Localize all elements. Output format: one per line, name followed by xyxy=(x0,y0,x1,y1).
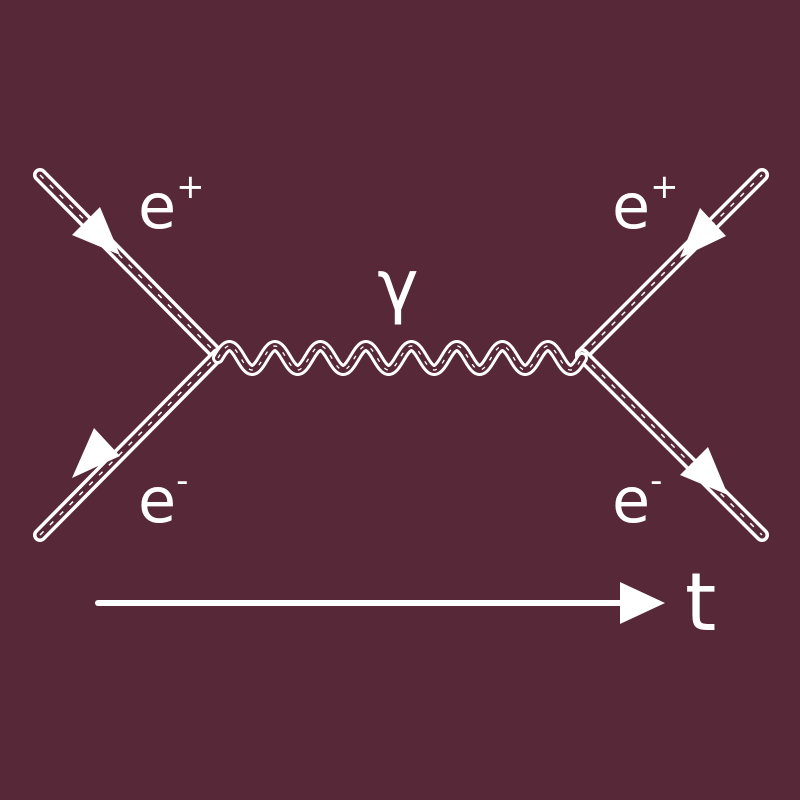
fermion-line-top-right xyxy=(575,168,769,362)
label-top-left: e+ xyxy=(138,167,205,243)
label-bottom-left-symbol: e xyxy=(138,464,176,537)
fermion-line-bottom-right xyxy=(575,348,769,542)
label-bottom-right: e- xyxy=(612,461,662,537)
arrow-top-left-icon xyxy=(72,207,120,255)
label-bottom-left: e- xyxy=(138,461,188,537)
fermion-line-top-left xyxy=(33,168,225,362)
arrow-bottom-right-icon xyxy=(680,447,728,495)
arrow-top-right-icon xyxy=(680,208,726,258)
label-top-right-symbol: e xyxy=(612,170,650,243)
time-axis-label: t xyxy=(685,556,716,649)
label-photon: γ xyxy=(377,245,418,327)
time-axis xyxy=(95,582,665,624)
fermion-line-bottom-left xyxy=(33,348,225,542)
label-bottom-right-symbol: e xyxy=(612,464,650,537)
label-top-right: e+ xyxy=(612,167,679,243)
label-bottom-left-charge: - xyxy=(176,461,188,501)
arrow-bottom-left-icon xyxy=(72,428,120,478)
label-bottom-right-charge: - xyxy=(650,461,662,501)
photon-propagator xyxy=(212,340,588,376)
label-top-right-charge: + xyxy=(650,167,679,207)
label-top-left-symbol: e xyxy=(138,170,176,243)
time-arrow-icon xyxy=(620,582,665,624)
label-top-left-charge: + xyxy=(176,167,205,207)
